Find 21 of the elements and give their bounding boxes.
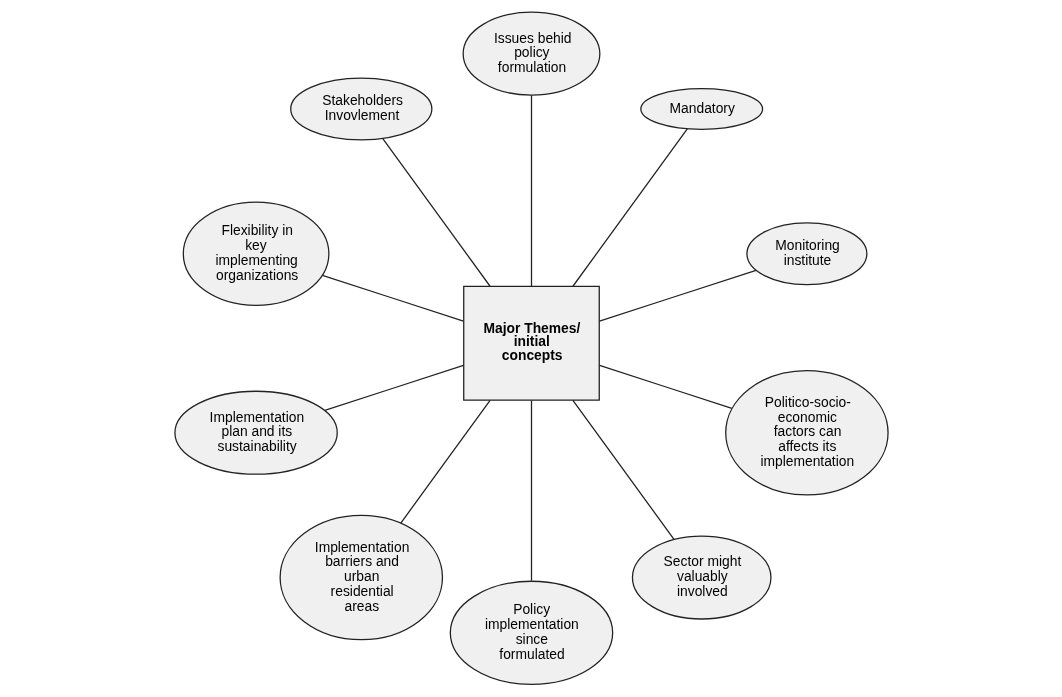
connector [571, 399, 675, 540]
connector [571, 128, 688, 287]
node-ellipse: Stakeholders Invovlement [289, 77, 432, 141]
connector [598, 269, 757, 322]
node-ellipse: Issues behid policy formulation [462, 11, 600, 96]
node-ellipse: Flexibility in key implementing organizations [182, 201, 330, 306]
node-ellipse: Implementation plan and its sustainability [173, 390, 338, 475]
connector [530, 94, 532, 287]
connector [598, 364, 732, 409]
node-box: Major Themes/ initial concepts [462, 285, 600, 401]
connector [321, 274, 464, 322]
node-ellipse: Politico-socio-economic factors can affects its implementation [724, 369, 889, 496]
connector [323, 364, 464, 412]
node-ellipse: Monitoring institute [745, 222, 867, 286]
node-ellipse: Mandatory [639, 88, 763, 130]
connector [381, 137, 491, 287]
connector [399, 399, 491, 524]
connector [530, 399, 532, 582]
node-ellipse: Policy implementation since formulated [449, 580, 613, 686]
node-ellipse: Implementation barriers and urban residential areas [279, 514, 443, 641]
node-ellipse: Sector might valuably involved [631, 535, 772, 620]
